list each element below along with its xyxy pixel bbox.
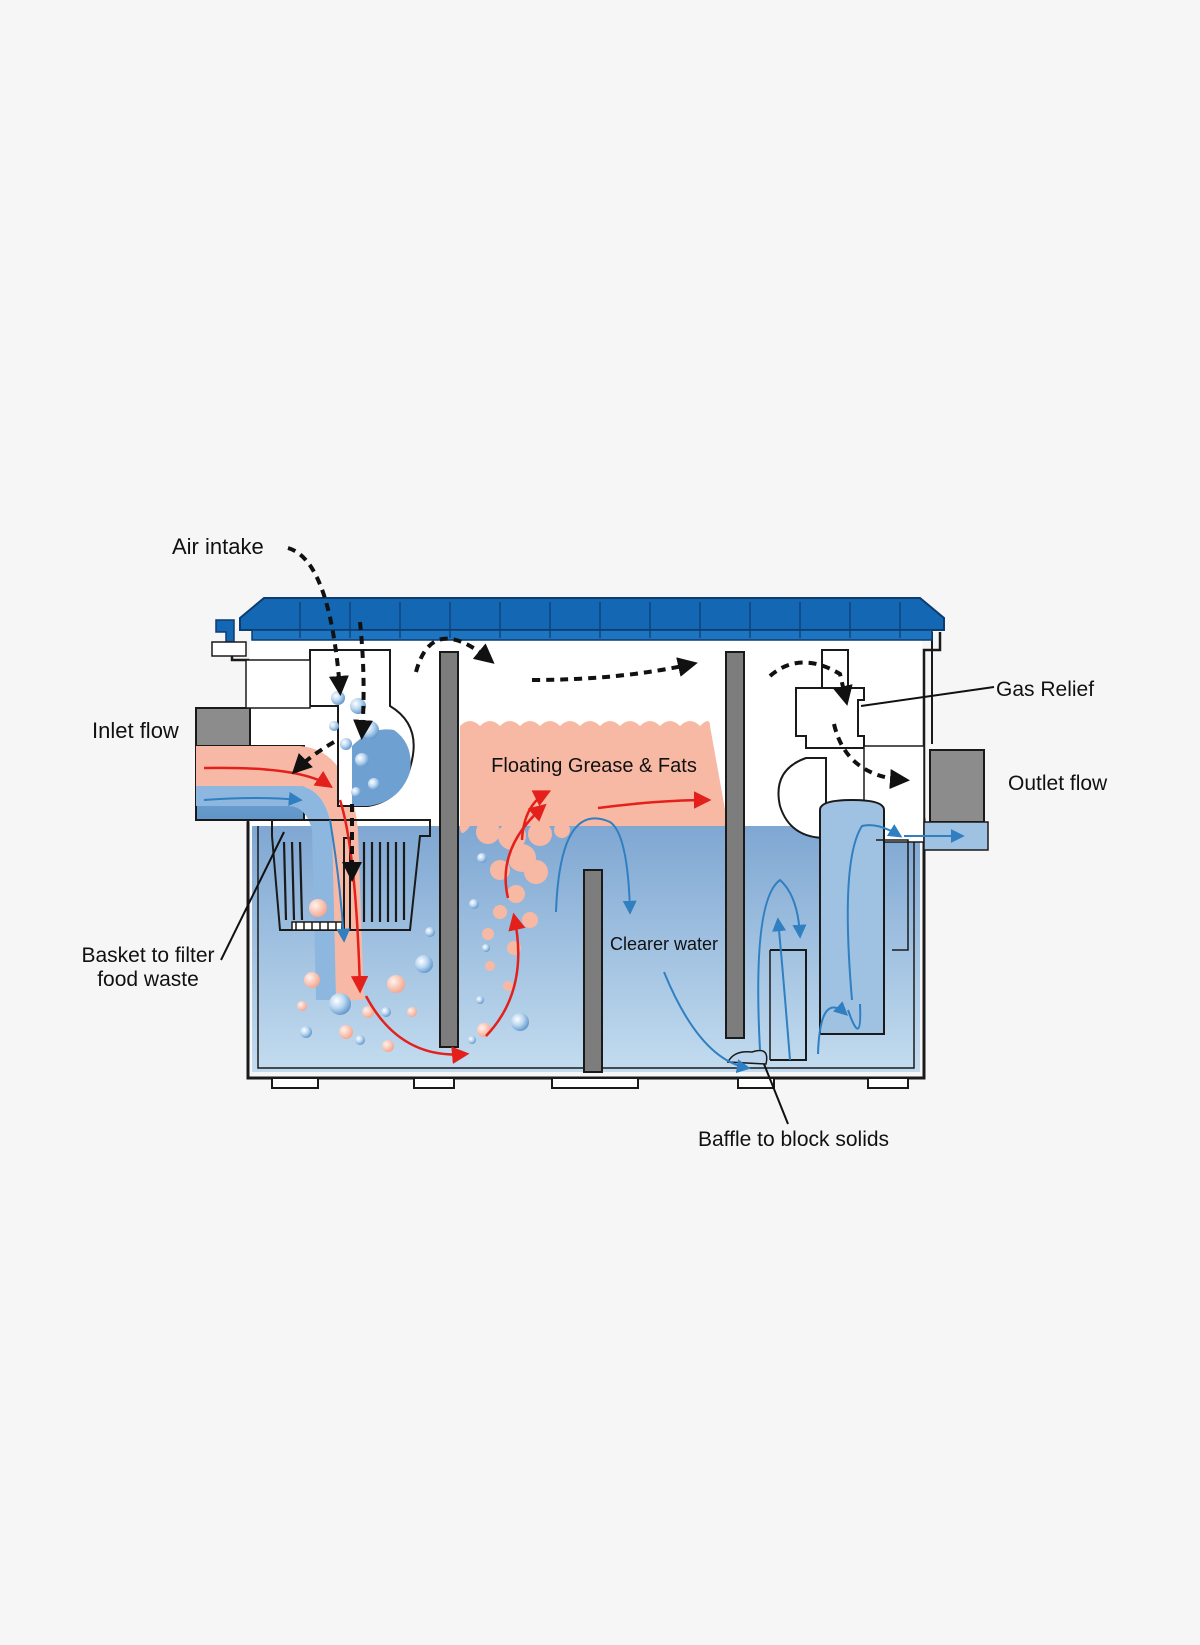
inlet-flow-label: Inlet flow	[92, 718, 179, 743]
clearer-water-label: Clearer water	[610, 934, 718, 954]
basket-label-line2: food waste	[97, 968, 199, 991]
baffle-label: Baffle to block solids	[698, 1128, 889, 1151]
gas-relief-arrow-icon	[768, 660, 910, 790]
outlet-flow-label: Outlet flow	[1008, 772, 1108, 795]
center-low-baffle	[583, 869, 603, 1073]
air-intake-arrow-icon	[287, 546, 698, 882]
gas-relief-vent	[795, 687, 865, 749]
second-baffle	[725, 651, 745, 1039]
grease-flow-arrow-icon	[203, 766, 712, 1064]
grease-droplets	[297, 899, 491, 1052]
vent-water	[352, 729, 411, 806]
diagram-labels: Air intake Inlet flow Basket to filter f…	[81, 534, 1108, 1151]
callout-lines	[220, 686, 995, 1125]
basket-slats	[282, 841, 406, 922]
floating-grease-label: Floating Grease & Fats	[491, 755, 697, 777]
floating-grease-layer	[460, 721, 728, 833]
outlet-riser	[819, 798, 885, 1035]
outlet-pipe	[929, 749, 985, 823]
inlet-water-stream	[196, 786, 336, 1000]
filter-basket	[271, 819, 431, 931]
tank-lid	[211, 597, 945, 657]
air-intake-label: Air intake	[172, 534, 264, 559]
inlet-grease-stream	[196, 746, 364, 1000]
first-baffle	[439, 651, 459, 1048]
tank-feet	[271, 1077, 909, 1089]
gas-relief-label: Gas Relief	[996, 678, 1094, 701]
baffles	[439, 651, 768, 1073]
grease-blobs	[476, 820, 570, 991]
inlet-pipe	[195, 707, 251, 749]
basket-label-line1: Basket to filter	[81, 944, 214, 967]
water-flow-arrow-icon	[203, 791, 965, 1074]
lid-ribs	[299, 602, 901, 638]
